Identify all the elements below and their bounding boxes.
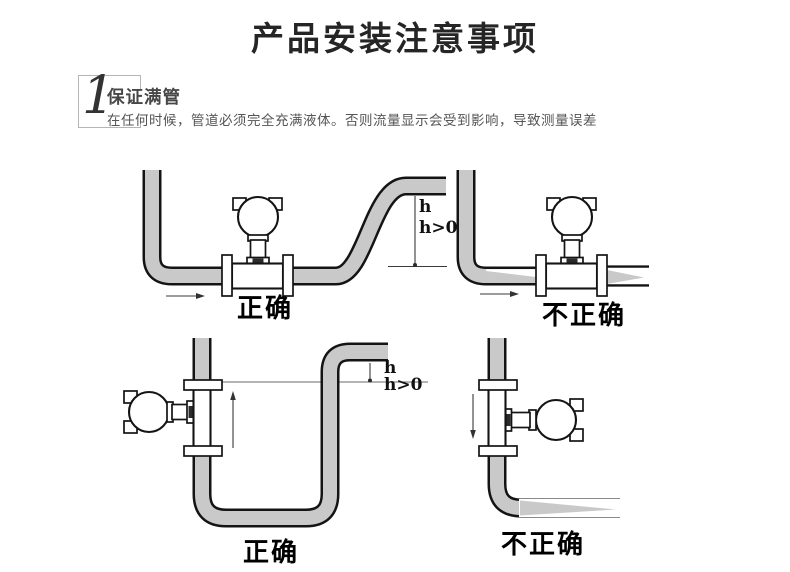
dim-label-h0-top: h>0 [419,218,458,238]
result-label-top-right: 不正确 [541,301,627,331]
transmitter-base-nub [188,406,193,418]
diagram-bottom-right [470,338,620,518]
flange-top [478,379,518,391]
flange-top [183,379,223,391]
flange-left [221,254,233,297]
transmitter-head [127,390,171,434]
transmitter-neck [563,239,581,259]
flow-arrow-down [470,394,476,439]
meter-body [544,262,599,290]
flange-right [596,254,608,297]
flow-arrow-up [230,391,236,448]
meter-body [487,387,507,449]
transmitter-head [534,398,578,442]
liquid-taper [520,500,616,516]
outlet-pipe-draining [487,452,620,518]
liquid-taper [607,270,644,284]
result-label-bottom-left: 正确 [242,538,300,568]
partial-fill-gap [486,269,540,278]
diagram-top-left [142,170,447,299]
dim-label-h0-bottom: h>0 [384,375,423,395]
flange-bottom [183,445,223,457]
diagram-top-right [456,170,649,297]
section-description: 在任何时候，管道必须完全充满液体。否则流量显示会受到影响，导致测量误差 [107,113,597,128]
flange-left [535,254,547,297]
dim-label-h-bottom: h [384,358,397,378]
transmitter-base-nub [506,414,511,426]
dim-label-h-top: h [419,197,432,217]
outlet-riser-pipe [290,176,446,286]
flow-meter [221,195,294,297]
diagram-bottom-left [123,338,428,528]
inlet-pipe [142,170,226,286]
flow-arrow-right [166,293,205,299]
meter-body [192,387,212,449]
transmitter-head [550,195,594,239]
dimension-line [388,196,447,268]
transmitter-head [236,195,280,239]
flow-arrow-right [480,291,519,297]
transmitter-base-nub [566,258,578,263]
flange-bottom [478,445,518,457]
dimension-line [368,363,372,383]
inlet-pipe [456,170,540,286]
flange-right [282,254,294,297]
section-number: 1 [82,66,116,126]
flow-meter [535,195,608,297]
result-label-top-left: 正确 [236,294,294,324]
transmitter-neck [249,239,267,259]
section-marker-box [78,75,141,128]
u-bend-outlet-pipe [192,342,388,528]
flow-meter [478,379,584,457]
transmitter-neck [510,411,531,429]
flow-meter [123,379,223,457]
section-marker-box-right-bottom [140,117,141,127]
outlet-pipe-empty [606,265,649,287]
result-label-bottom-right: 不正确 [500,530,586,560]
section-heading: 保证满管 [107,87,181,107]
section-marker-box-right-top [140,75,141,90]
page-title: 产品安装注意事项 [251,20,539,57]
transmitter-base-nub [252,258,264,263]
meter-body [230,262,285,290]
